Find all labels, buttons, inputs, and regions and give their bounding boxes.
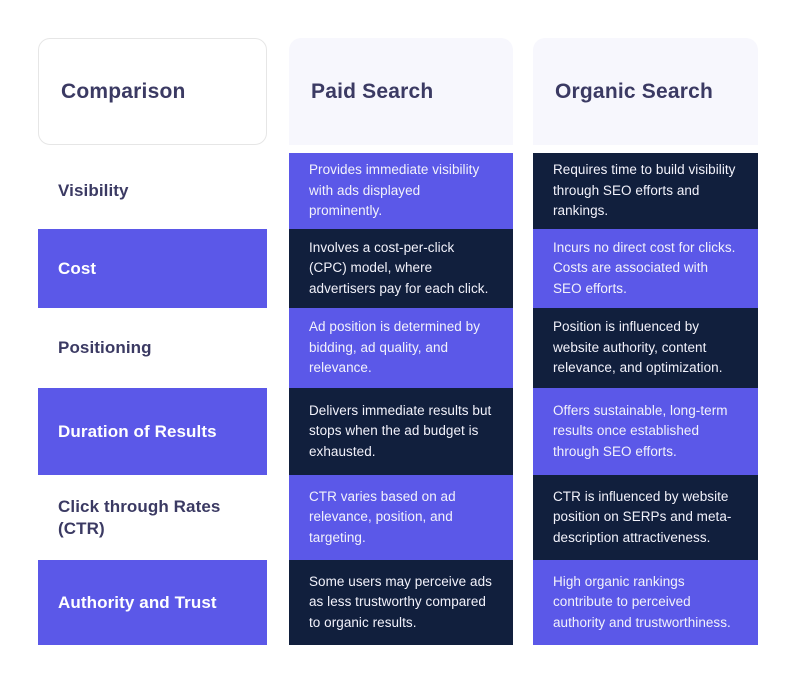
- criterion-cell-ctr: Click through Rates (CTR): [38, 475, 267, 560]
- criterion-cell-positioning: Positioning: [38, 308, 267, 388]
- paid-cell-cost: Involves a cost-per-click (CPC) model, w…: [289, 229, 513, 308]
- paid-cell-text: Some users may perceive ads as less trus…: [309, 573, 492, 630]
- organic-cell-visibility: Requires time to build visibility throug…: [533, 153, 758, 229]
- criterion-label: Positioning: [58, 338, 152, 358]
- criterion-label: Click through Rates (CTR): [58, 496, 221, 538]
- paid-cell-ctr: CTR varies based on ad relevance, positi…: [289, 475, 513, 560]
- organic-cell-text: Offers sustainable, long-term results on…: [553, 402, 728, 459]
- paid-cell-authority: Some users may perceive ads as less trus…: [289, 560, 513, 645]
- paid-cell-text: CTR varies based on ad relevance, positi…: [309, 488, 456, 545]
- header-card-comparison: Comparison: [38, 38, 267, 145]
- paid-cell-duration: Delivers immediate results but stops whe…: [289, 388, 513, 475]
- criterion-cell-authority: Authority and Trust: [38, 560, 267, 645]
- criterion-cell-cost: Cost: [38, 229, 267, 308]
- criterion-label: Duration of Results: [58, 421, 217, 441]
- column-comparison: Comparison Visibility Cost Positioning D…: [38, 38, 267, 645]
- organic-cell-duration: Offers sustainable, long-term results on…: [533, 388, 758, 475]
- criteria-stack: Visibility Cost Positioning Duration of …: [38, 153, 267, 645]
- organic-cell-text: Incurs no direct cost for clicks. Costs …: [553, 239, 736, 296]
- paid-cell-text: Delivers immediate results but stops whe…: [309, 402, 492, 459]
- organic-cell-text: High organic rankings contribute to perc…: [553, 573, 731, 630]
- criterion-label: Cost: [58, 258, 97, 278]
- organic-cell-text: Requires time to build visibility throug…: [553, 162, 736, 219]
- header-card-paid-search: Paid Search: [289, 38, 513, 145]
- organic-cell-text: CTR is influenced by website position on…: [553, 488, 732, 545]
- header-card-organic-search: Organic Search: [533, 38, 758, 145]
- organic-cell-ctr: CTR is influenced by website position on…: [533, 475, 758, 560]
- criterion-label: Authority and Trust: [58, 592, 217, 612]
- paid-cell-text: Ad position is determined by bidding, ad…: [309, 319, 480, 376]
- organic-cell-positioning: Position is influenced by website author…: [533, 308, 758, 388]
- header-title-organic-search: Organic Search: [555, 79, 714, 103]
- organic-cell-cost: Incurs no direct cost for clicks. Costs …: [533, 229, 758, 308]
- paid-cell-visibility: Provides immediate visibility with ads d…: [289, 153, 513, 229]
- column-paid-search: Paid Search Provides immediate visibilit…: [289, 38, 513, 645]
- criterion-cell-visibility: Visibility: [38, 153, 267, 229]
- paid-cell-positioning: Ad position is determined by bidding, ad…: [289, 308, 513, 388]
- paid-search-stack: Provides immediate visibility with ads d…: [289, 153, 513, 645]
- organic-search-stack: Requires time to build visibility throug…: [533, 153, 758, 645]
- criterion-cell-duration: Duration of Results: [38, 388, 267, 475]
- header-title-comparison: Comparison: [61, 79, 186, 103]
- paid-cell-text: Involves a cost-per-click (CPC) model, w…: [309, 239, 489, 296]
- criterion-label: Visibility: [58, 181, 129, 201]
- organic-cell-authority: High organic rankings contribute to perc…: [533, 560, 758, 645]
- column-organic-search: Organic Search Requires time to build vi…: [533, 38, 758, 645]
- paid-cell-text: Provides immediate visibility with ads d…: [309, 162, 480, 219]
- organic-cell-text: Position is influenced by website author…: [553, 319, 723, 376]
- header-title-paid-search: Paid Search: [311, 79, 434, 103]
